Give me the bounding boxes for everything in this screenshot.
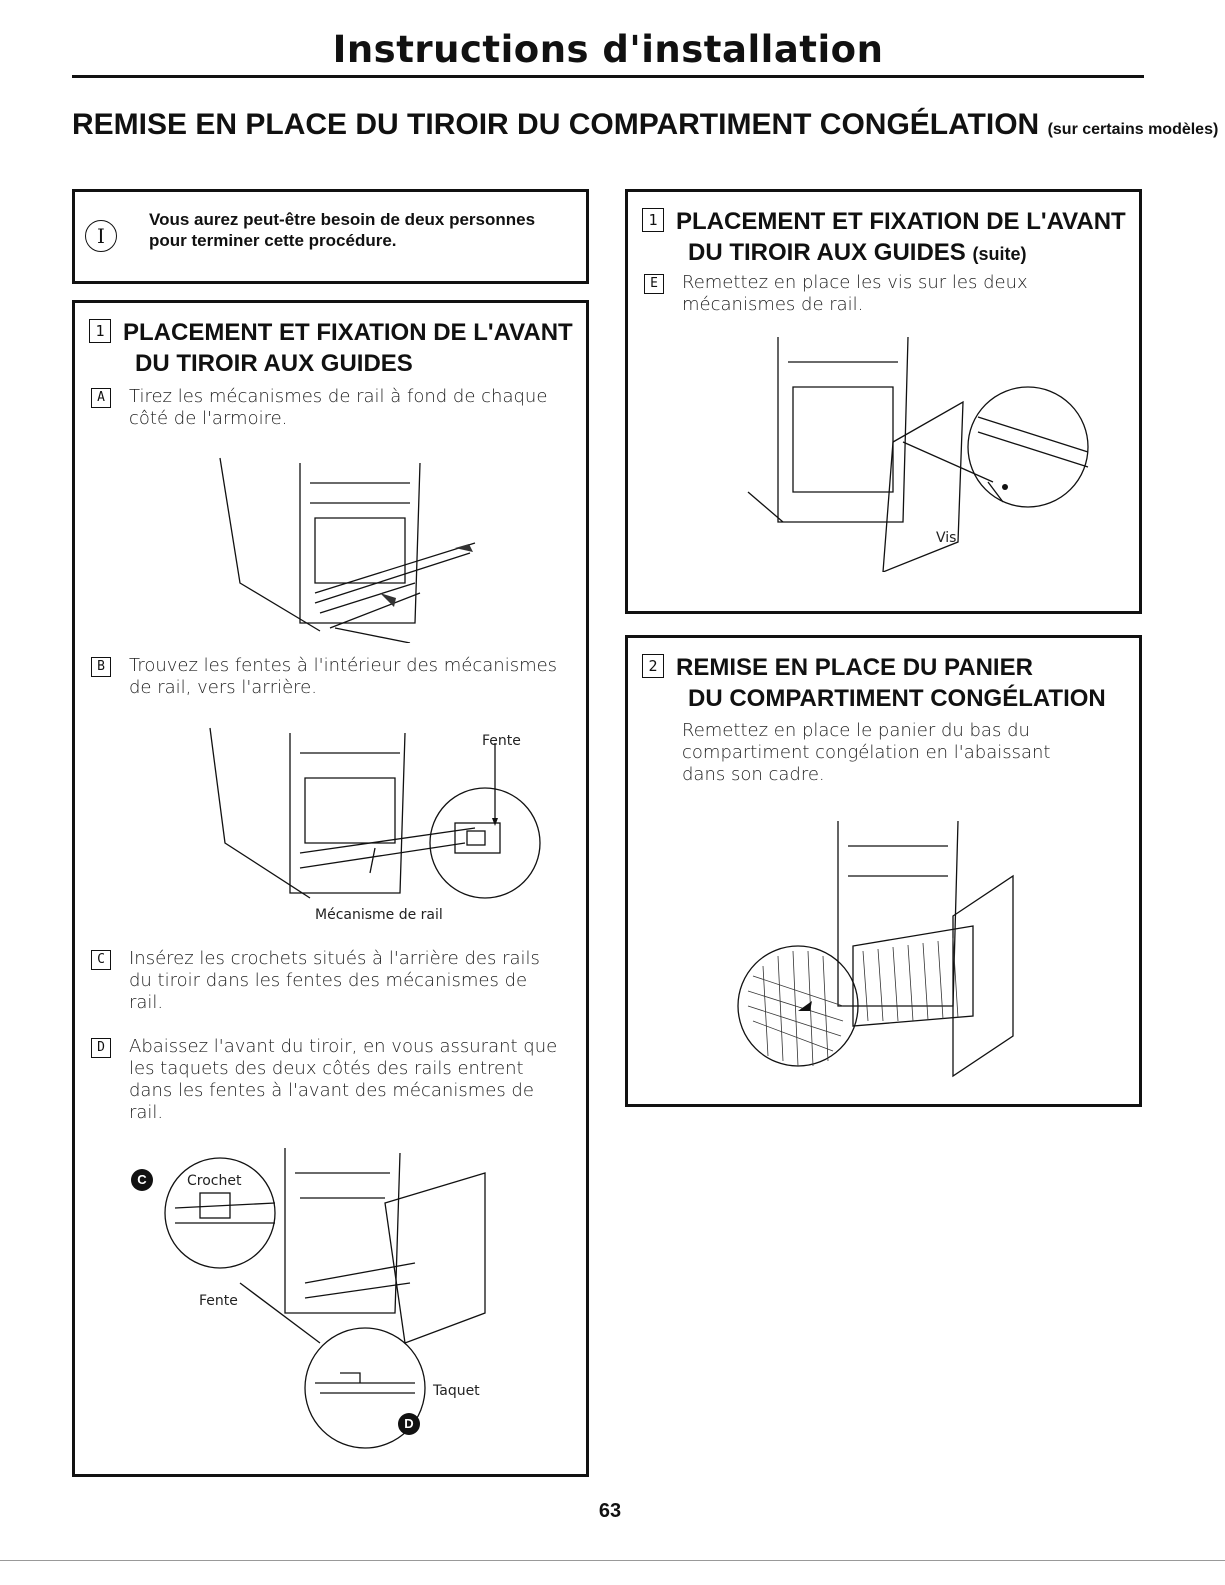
step2-heading: 2 REMISE EN PLACE DU PANIER DU COMPARTIME…: [642, 652, 1132, 714]
step2-box: 2 REMISE EN PLACE DU PANIER DU COMPARTIME…: [625, 635, 1142, 1107]
section-heading-note: (sur certains modèles): [1047, 121, 1219, 138]
bottom-rule: [0, 1560, 1225, 1561]
item-text-b: Trouvez les fentes à l'intérieur des méc…: [129, 655, 558, 698]
step1-item-a: A Tirez les mécanismes de rail à fond de…: [91, 386, 566, 430]
item-letter-b: B: [91, 657, 111, 677]
step1-number: 1: [89, 318, 111, 343]
label-taquet: Taquet: [433, 1383, 480, 1399]
step1-heading-line2: DU TIROIR AUX GUIDES: [135, 350, 413, 377]
step1-box: 1 PLACEMENT ET FIXATION DE L'AVANT DU TIR…: [72, 300, 589, 1477]
note-text: Vous aurez peut-être besoin de deux pers…: [149, 210, 536, 250]
label-vis: Vis: [936, 530, 957, 546]
section-heading: REMISE EN PLACE DU TIROIR DU COMPARTIMEN…: [72, 108, 1218, 142]
callout-c: C: [131, 1169, 153, 1191]
info-icon: I: [85, 220, 117, 252]
step2-text: Remettez en place le panier du bas du co…: [644, 720, 1074, 786]
step1-suite-heading-line1: PLACEMENT ET FIXATION DE L'AVANT: [676, 208, 1126, 235]
item-text-d: Abaissez l'avant du tiroir, en vous assu…: [129, 1036, 558, 1123]
step1-suite-heading-line2-text: DU TIROIR AUX GUIDES: [688, 239, 966, 266]
item-letter-c: C: [91, 950, 111, 970]
item-text-a: Tirez les mécanismes de rail à fond de c…: [129, 386, 548, 429]
step1-suite-number: 1: [642, 207, 664, 232]
figure-hook-tab: [164, 1148, 486, 1449]
step1-item-d: D Abaissez l'avant du tiroir, en vous as…: [91, 1036, 566, 1124]
figure-basket: [737, 820, 1014, 1078]
callout-d: D: [398, 1413, 420, 1435]
step1-suite-tag: (suite): [972, 244, 1027, 264]
item-text-e: Remettez en place les vis sur les deux m…: [682, 272, 1028, 315]
section-heading-text: REMISE EN PLACE DU TIROIR DU COMPARTIMEN…: [72, 108, 1040, 141]
step1-suite-box: 1 PLACEMENT ET FIXATION DE L'AVANT DU TIR…: [625, 189, 1142, 614]
note-box: I Vous aurez peut-être besoin de deux pe…: [72, 189, 589, 284]
figure-rail-pull: [219, 457, 476, 643]
step1-suite-heading: 1 PLACEMENT ET FIXATION DE L'AVANT DU TIR…: [642, 206, 1132, 270]
label-crochet: Crochet: [187, 1173, 242, 1189]
item-letter-e: E: [644, 274, 664, 294]
step2-heading-line1: REMISE EN PLACE DU PANIER: [676, 654, 1033, 681]
step2-heading-line2: DU COMPARTIMENT CONGÉLATION: [688, 685, 1106, 712]
step1-suite-heading-line2: DU TIROIR AUX GUIDES (suite): [642, 237, 1132, 270]
step2-number: 2: [642, 653, 664, 678]
step1-heading: 1 PLACEMENT ET FIXATION DE L'AVANT DU TIR…: [89, 317, 579, 379]
label-mecanisme: Mécanisme de rail: [315, 907, 443, 923]
step1-item-c: C Insérez les crochets situés à l'arrièr…: [91, 948, 566, 1014]
item-letter-d: D: [91, 1038, 111, 1058]
step1-item-b: B Trouvez les fentes à l'intérieur des m…: [91, 655, 566, 699]
step2-body: Remettez en place le panier du bas du co…: [682, 720, 1051, 785]
title-rule: [72, 75, 1144, 78]
step1-heading-line1: PLACEMENT ET FIXATION DE L'AVANT: [123, 319, 573, 346]
page-number: 63: [598, 1500, 622, 1522]
label-fente-b: Fente: [482, 733, 521, 749]
label-fente-c: Fente: [199, 1293, 238, 1309]
step1-item-e: E Remettez en place les vis sur les deux…: [644, 272, 1119, 316]
figure-rail-slot: [209, 727, 541, 899]
item-letter-a: A: [91, 388, 111, 408]
item-text-c: Insérez les crochets situés à l'arrière …: [129, 948, 540, 1013]
page-title: Instructions d'installation: [332, 28, 884, 71]
figure-screw: [747, 336, 1089, 572]
